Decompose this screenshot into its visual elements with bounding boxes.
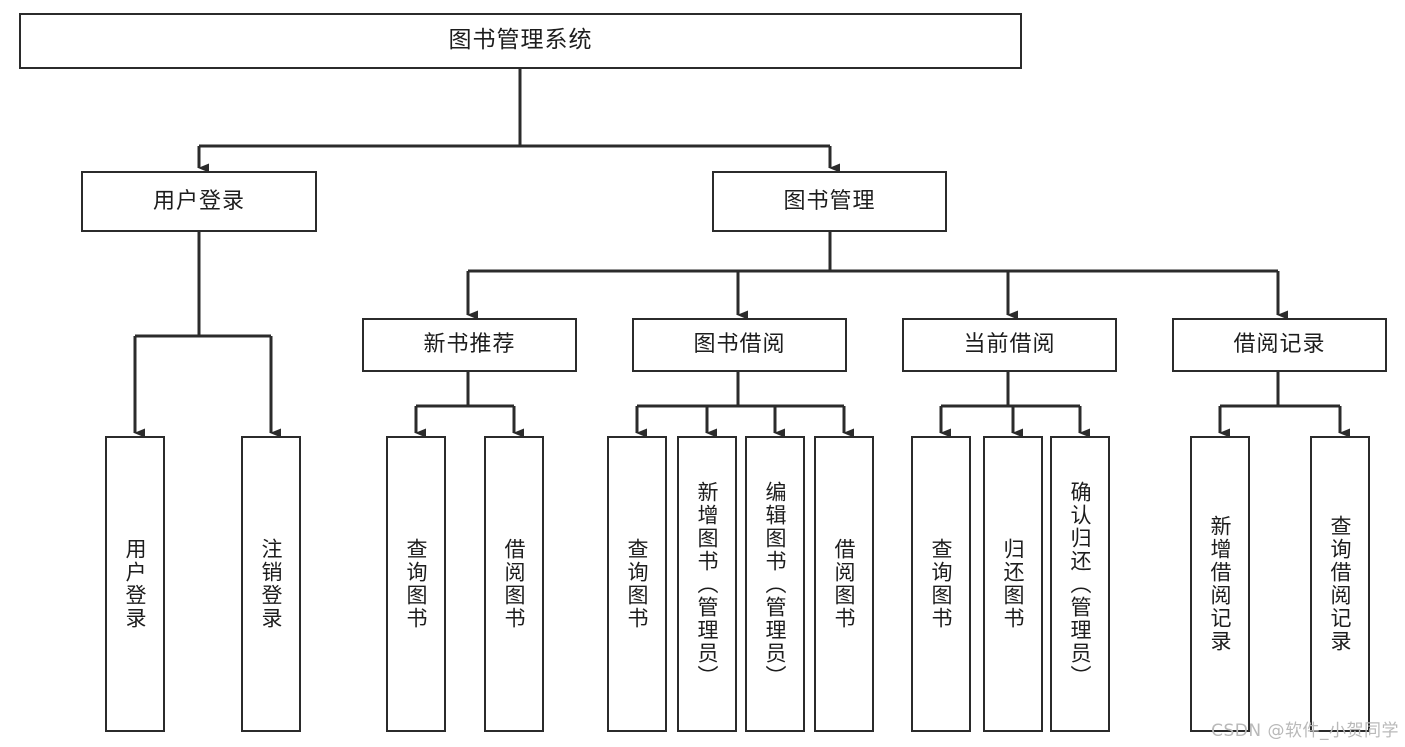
- leaf-query-borrow-record-label: 查询借阅记录: [1328, 515, 1353, 653]
- csdn-watermark: CSDN @软件_小贺同学: [1211, 721, 1399, 741]
- leaf-user-login-label: 用户登录: [123, 538, 148, 630]
- leaf-return-book[interactable]: 归还图书: [983, 436, 1043, 732]
- leaf-query-book-current-label: 查询图书: [929, 538, 954, 630]
- leaf-confirm-return-admin-label: 确认归还（管理员）: [1068, 480, 1093, 688]
- node-root-label: 图书管理系统: [448, 27, 593, 54]
- leaf-borrow-book-label: 借阅图书: [832, 538, 857, 630]
- node-user-login-label: 用户登录: [152, 188, 245, 214]
- leaf-add-book-admin-label: 新增图书（管理员）: [695, 480, 720, 688]
- leaf-query-book-recommend-label: 查询图书: [404, 538, 429, 630]
- node-book-borrow-label: 图书借阅: [693, 332, 786, 358]
- node-borrow-record[interactable]: 借阅记录: [1172, 318, 1387, 372]
- leaf-return-book-label: 归还图书: [1001, 538, 1026, 630]
- leaf-edit-book-admin-label: 编辑图书（管理员）: [763, 480, 788, 688]
- leaf-query-book-current[interactable]: 查询图书: [911, 436, 971, 732]
- leaf-add-borrow-record[interactable]: 新增借阅记录: [1190, 436, 1250, 732]
- node-borrow-record-label: 借阅记录: [1233, 332, 1326, 358]
- node-new-book-recommend[interactable]: 新书推荐: [362, 318, 577, 372]
- leaf-query-book-borrow-label: 查询图书: [625, 538, 650, 630]
- node-current-borrow[interactable]: 当前借阅: [902, 318, 1117, 372]
- leaf-add-borrow-record-label: 新增借阅记录: [1208, 515, 1233, 653]
- leaf-logout-label: 注销登录: [259, 538, 284, 630]
- leaf-edit-book-admin[interactable]: 编辑图书（管理员）: [745, 436, 805, 732]
- node-user-login[interactable]: 用户登录: [81, 171, 317, 232]
- node-book-management-label: 图书管理: [783, 188, 876, 214]
- leaf-query-book-recommend[interactable]: 查询图书: [386, 436, 446, 732]
- leaf-query-book-borrow[interactable]: 查询图书: [607, 436, 667, 732]
- leaf-borrow-book[interactable]: 借阅图书: [814, 436, 874, 732]
- node-root[interactable]: 图书管理系统: [19, 13, 1022, 69]
- leaf-borrow-book-recommend[interactable]: 借阅图书: [484, 436, 544, 732]
- leaf-add-book-admin[interactable]: 新增图书（管理员）: [677, 436, 737, 732]
- node-current-borrow-label: 当前借阅: [963, 332, 1056, 358]
- leaf-logout[interactable]: 注销登录: [241, 436, 301, 732]
- leaf-confirm-return-admin[interactable]: 确认归还（管理员）: [1050, 436, 1110, 732]
- node-book-borrow[interactable]: 图书借阅: [632, 318, 847, 372]
- leaf-query-borrow-record[interactable]: 查询借阅记录: [1310, 436, 1370, 732]
- leaf-user-login[interactable]: 用户登录: [105, 436, 165, 732]
- node-book-management[interactable]: 图书管理: [712, 171, 947, 232]
- leaf-borrow-book-recommend-label: 借阅图书: [502, 538, 527, 630]
- node-new-book-recommend-label: 新书推荐: [423, 332, 516, 358]
